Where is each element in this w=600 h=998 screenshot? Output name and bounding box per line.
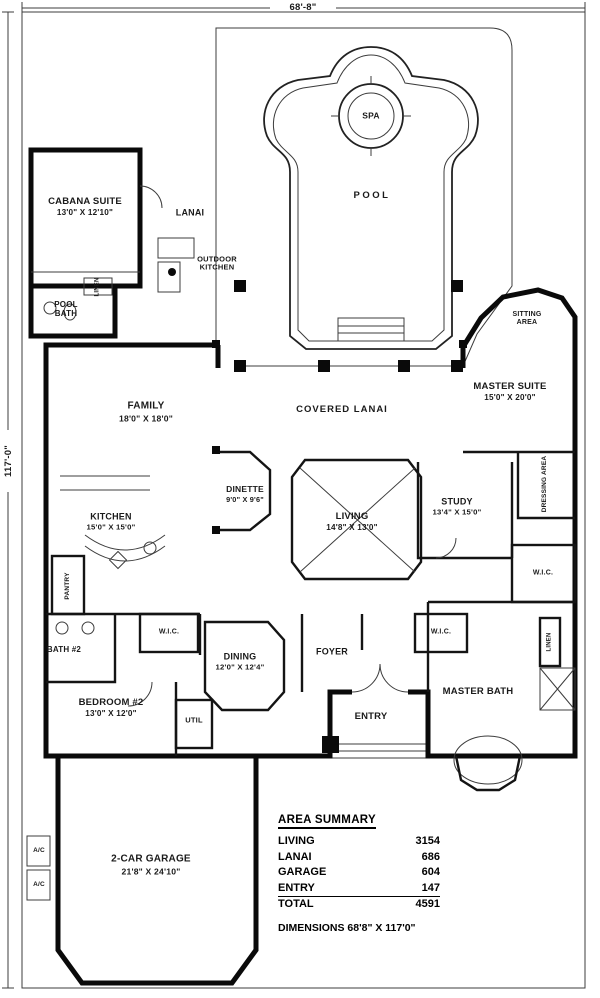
area-summary-row-value: 686 — [421, 850, 440, 863]
master-suite-label: MASTER SUITE 15'0" X 20'0" — [473, 381, 546, 403]
area-summary-row-label: GARAGE — [278, 866, 327, 878]
area-summary-row-label: ENTRY — [278, 881, 315, 894]
linen-master-label: LINEN — [546, 632, 553, 652]
area-summary-row-living: LIVING 3154 — [278, 834, 440, 850]
cabana-suite-label: CABANA SUITE 13'0" X 12'10" — [48, 196, 122, 218]
area-summary-row-value: 4591 — [415, 898, 440, 910]
dimensions-note: DIMENSIONS 68'8" X 117'0" — [278, 921, 416, 934]
ac-2-label: A/C — [33, 880, 45, 888]
lanai-label: LANAI — [175, 207, 205, 218]
spa-label: SPA — [362, 110, 380, 121]
kitchen-label: KITCHEN 15'0" X 15'0" — [87, 512, 136, 533]
kitchen-name: KITCHEN — [90, 511, 132, 522]
area-summary-title: AREA SUMMARY — [278, 814, 376, 829]
bedroom-2-label: BEDROOM #2 13'0" X 12'0" — [79, 697, 144, 719]
columns — [212, 280, 467, 753]
area-summary-row-value: 3154 — [415, 835, 440, 847]
util-label: UTIL — [185, 715, 203, 725]
master-bath-label: MASTER BATH — [442, 686, 514, 698]
pantry-label: PANTRY — [63, 572, 71, 600]
family-room-name: FAMILY — [127, 400, 165, 412]
dinette-size: 9'0" X 9'6" — [226, 494, 264, 504]
study-name: STUDY — [441, 496, 473, 507]
area-summary-row-label: TOTAL — [278, 898, 314, 910]
ac-1-label: A/C — [33, 846, 45, 854]
pool-shape — [263, 46, 479, 350]
spa-circle — [331, 76, 411, 156]
garage-name: 2-CAR GARAGE — [111, 853, 191, 865]
wic-foyer-label: W.I.C. — [430, 628, 452, 636]
property-boundary — [2, 2, 586, 989]
top-dimension-label: 68'-8" — [289, 2, 317, 14]
living-room-size: 14'8" X 13'0" — [326, 522, 378, 532]
garage-label: 2-CAR GARAGE 21'8" X 24'10" — [111, 853, 191, 876]
pool-label: POOL — [353, 190, 391, 202]
family-room-size: 18'0" X 18'0" — [118, 412, 174, 423]
area-summary-row-label: LIVING — [278, 835, 315, 847]
dinette-label: DINETTE 9'0" X 9'6" — [226, 484, 264, 504]
study-size: 13'4" X 15'0" — [432, 507, 482, 517]
entry-label: ENTRY — [354, 711, 388, 723]
area-summary-row-value: 604 — [421, 866, 440, 878]
doors — [127, 185, 457, 707]
bedroom-2-size: 13'0" X 12'0" — [85, 708, 137, 718]
walls — [28, 147, 578, 986]
linen-pool-bath-label: LINEN — [94, 277, 101, 297]
study-label: STUDY 13'4" X 15'0" — [433, 497, 482, 518]
dining-name: DINING — [223, 651, 257, 662]
kitchen-size: 15'0" X 15'0" — [86, 522, 136, 532]
dining-size: 12'0" X 12'4" — [215, 662, 265, 672]
dinette-name: DINETTE — [226, 484, 264, 495]
area-summary-row-entry: ENTRY 147 — [278, 881, 440, 897]
master-suite-size: 15'0" X 20'0" — [484, 392, 536, 402]
dressing-area-label: DRESSING AREA — [540, 455, 548, 513]
area-summary: AREA SUMMARY LIVING 3154 LANAI 686 GARAG… — [278, 810, 440, 934]
master-suite-name: MASTER SUITE — [473, 380, 547, 392]
area-summary-row-garage: GARAGE 604 — [278, 865, 440, 881]
bath-2-label: BATH #2 — [46, 645, 82, 654]
area-summary-row-lanai: LANAI 686 — [278, 850, 440, 866]
dining-label: DINING 12'0" X 12'4" — [216, 652, 265, 673]
left-dimension-label: 117'-0" — [3, 445, 15, 477]
pool-bath-label: POOL BATH — [54, 300, 78, 318]
outdoor-kitchen-label: OUTDOOR KITCHEN — [197, 254, 237, 272]
living-room-name: LIVING — [335, 510, 369, 522]
bedroom-2-name: BEDROOM #2 — [78, 696, 144, 708]
sitting-area-label: SITTING AREA — [512, 311, 542, 326]
cabana-suite-size: 13'0" X 12'10" — [56, 207, 114, 217]
covered-lanai-label: COVERED LANAI — [296, 404, 388, 416]
fixtures — [26, 237, 576, 901]
family-room-label: FAMILY 18'0" X 18'0" — [119, 400, 173, 423]
cabana-suite-name: CABANA SUITE — [48, 195, 122, 207]
living-room-label: LIVING 14'8" X 13'0" — [326, 511, 377, 533]
interior-walls — [31, 271, 577, 756]
wic-master-label: W.I.C. — [532, 569, 554, 577]
foyer-label: FOYER — [315, 646, 349, 657]
area-summary-row-total: TOTAL 4591 — [278, 897, 440, 913]
area-summary-row-label: LANAI — [278, 850, 312, 863]
garage-size: 21'8" X 24'10" — [121, 865, 181, 876]
wic-bedroom-2-label: W.I.C. — [158, 628, 180, 636]
area-summary-row-value: 147 — [421, 881, 440, 894]
